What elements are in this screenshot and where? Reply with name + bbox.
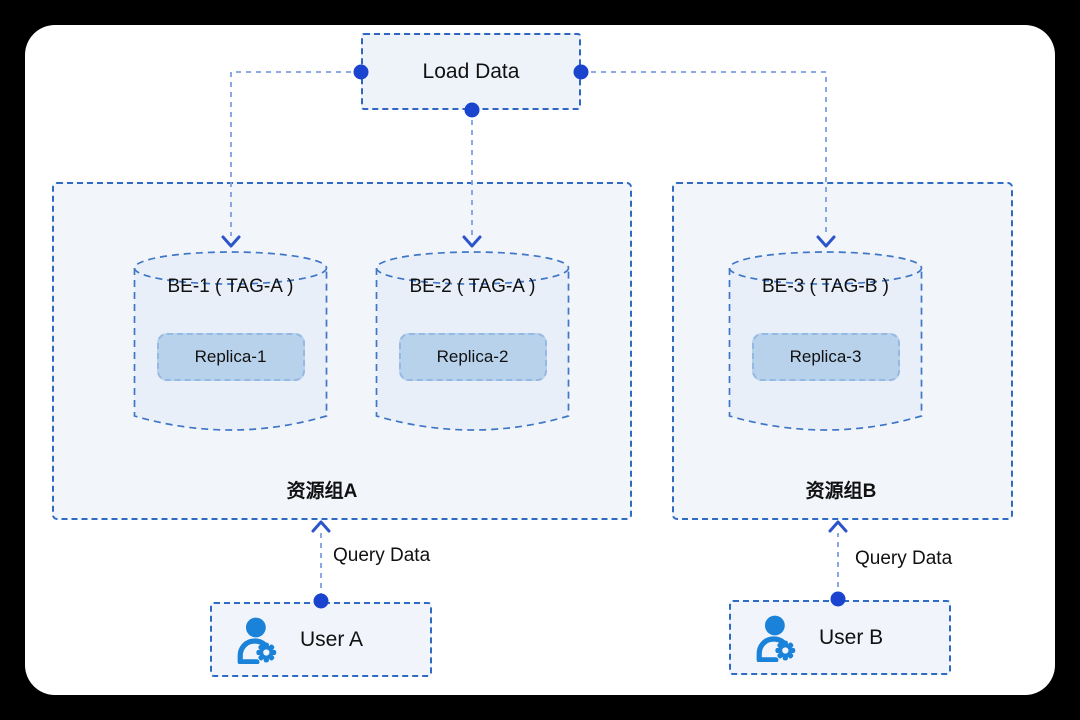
user-gear-icon [237, 617, 277, 664]
replica-1-box: Replica-1 [156, 333, 305, 381]
replica-3-box: Replica-3 [751, 333, 900, 381]
user-b-box: User B [729, 600, 951, 675]
replica-2-label: Replica-2 [436, 347, 509, 366]
be-node-1: BE-1 ( TAG-A ) Replica-1 [133, 250, 328, 440]
arrowhead-up-icon [828, 520, 848, 533]
user-gear-icon [756, 615, 796, 662]
resource-group-a-label: 资源组A [286, 481, 358, 502]
be-node-1-title: BE-1 ( TAG-A ) [167, 276, 294, 297]
replica-1-label: Replica-1 [194, 347, 267, 366]
replica-3-label: Replica-3 [789, 347, 862, 366]
be-node-3-title: BE-3 ( TAG-B ) [761, 276, 890, 297]
be-node-3: BE-3 ( TAG-B ) Replica-3 [728, 250, 923, 440]
load-data-box: Load Data [361, 33, 581, 110]
user-b-label: User B [819, 625, 884, 649]
user-a-label: User A [300, 627, 364, 651]
be-node-2-title: BE-2 ( TAG-A ) [409, 276, 536, 297]
resource-group-b-label: 资源组B [805, 481, 877, 502]
replica-2-box: Replica-2 [398, 333, 547, 381]
load-data-label: Load Data [422, 59, 520, 83]
be-node-2: BE-2 ( TAG-A ) Replica-2 [375, 250, 570, 440]
arrowhead-up-icon [311, 520, 331, 533]
query-data-label-a: Query Data [333, 545, 431, 566]
query-data-label-b: Query Data [855, 548, 953, 569]
user-a-box: User A [210, 602, 432, 677]
